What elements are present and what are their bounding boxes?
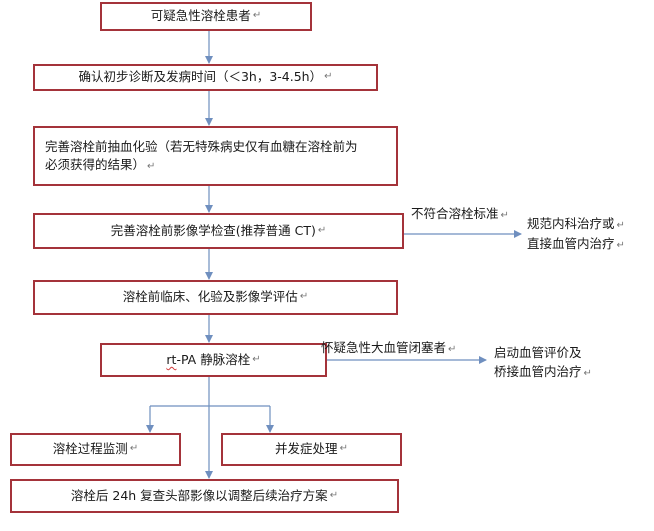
step-7b-box: 并发症处理↵ xyxy=(221,433,402,466)
branch-1-outcome-line-2: 直接血管内治疗 xyxy=(527,235,615,251)
paragraph-mark: ↵ xyxy=(147,160,156,172)
paragraph-mark: ↵ xyxy=(299,291,309,303)
paragraph-mark: ↵ xyxy=(339,443,348,455)
step-6-rt: rt xyxy=(166,351,177,367)
paragraph-mark: ↵ xyxy=(500,210,509,221)
branch-2-condition-text: 怀疑急性大血管闭塞者 xyxy=(321,340,447,355)
paragraph-mark: ↵ xyxy=(616,220,625,231)
branch-2-condition: 怀疑急性大血管闭塞者↵ xyxy=(321,339,456,358)
step-6-rest: -PA 静脉溶栓 xyxy=(176,351,251,367)
paragraph-mark: ↵ xyxy=(583,368,592,380)
branch-2-outcome: 启动血管评价及 桥接血管内治疗↵ xyxy=(494,343,592,382)
branch-2-outcome-line-1: 启动血管评价及 xyxy=(494,345,582,360)
step-5-box: 溶栓前临床、化验及影像学评估↵ xyxy=(33,280,398,315)
step-3-box: 完善溶栓前抽血化验（若无特殊病史仅有血糖在溶栓前为 必须获得的结果）↵ xyxy=(33,126,398,186)
paragraph-mark: ↵ xyxy=(329,489,339,501)
branch-1-condition-text: 不符合溶栓标准 xyxy=(411,206,499,221)
step-7a-box: 溶栓过程监测↵ xyxy=(10,433,181,466)
paragraph-mark: ↵ xyxy=(129,443,139,455)
step-8-label: 溶栓后 24h 复查头部影像以调整后续治疗方案 xyxy=(70,487,328,503)
step-3-line-1: 完善溶栓前抽血化验（若无特殊病史仅有血糖在溶栓前为 xyxy=(45,138,358,154)
branch-2-outcome-line-2: 桥接血管内治疗 xyxy=(494,364,582,380)
step-6-label: rt-PA 静脉溶栓 xyxy=(166,351,250,369)
step-2-label: 确认初步诊断及发病时间（＜3h，3-4.5h） xyxy=(78,69,323,85)
step-1-box: 可疑急性溶栓患者↵ xyxy=(100,2,312,31)
step-6-box: rt-PA 静脉溶栓↵ xyxy=(100,343,327,377)
paragraph-mark: ↵ xyxy=(324,71,333,83)
paragraph-mark: ↵ xyxy=(317,224,327,236)
paragraph-mark: ↵ xyxy=(252,10,262,22)
step-7a-label: 溶栓过程监测 xyxy=(52,441,128,457)
step-8-box: 溶栓后 24h 复查头部影像以调整后续治疗方案↵ xyxy=(10,479,399,513)
paragraph-mark: ↵ xyxy=(616,239,625,251)
branch-1-outcome: 规范内科治疗或↵ 直接血管内治疗↵ xyxy=(527,214,625,253)
step-4-label: 完善溶栓前影像学检查(推荐普通 CT) xyxy=(110,222,316,238)
paragraph-mark: ↵ xyxy=(448,344,457,355)
step-3-text: 完善溶栓前抽血化验（若无特殊病史仅有血糖在溶栓前为 必须获得的结果）↵ xyxy=(45,138,358,175)
branch-1-condition: 不符合溶栓标准↵ xyxy=(411,205,509,224)
step-4-box: 完善溶栓前影像学检查(推荐普通 CT)↵ xyxy=(33,213,404,249)
step-2-box: 确认初步诊断及发病时间（＜3h，3-4.5h）↵ xyxy=(33,64,378,91)
step-3-line-2: 必须获得的结果） xyxy=(45,156,146,172)
step-1-label: 可疑急性溶栓患者 xyxy=(150,8,251,24)
branch-1-outcome-line-1: 规范内科治疗或 xyxy=(527,216,615,231)
step-7b-label: 并发症处理 xyxy=(275,441,338,457)
paragraph-mark: ↵ xyxy=(252,353,261,365)
step-5-label: 溶栓前临床、化验及影像学评估 xyxy=(122,289,298,305)
